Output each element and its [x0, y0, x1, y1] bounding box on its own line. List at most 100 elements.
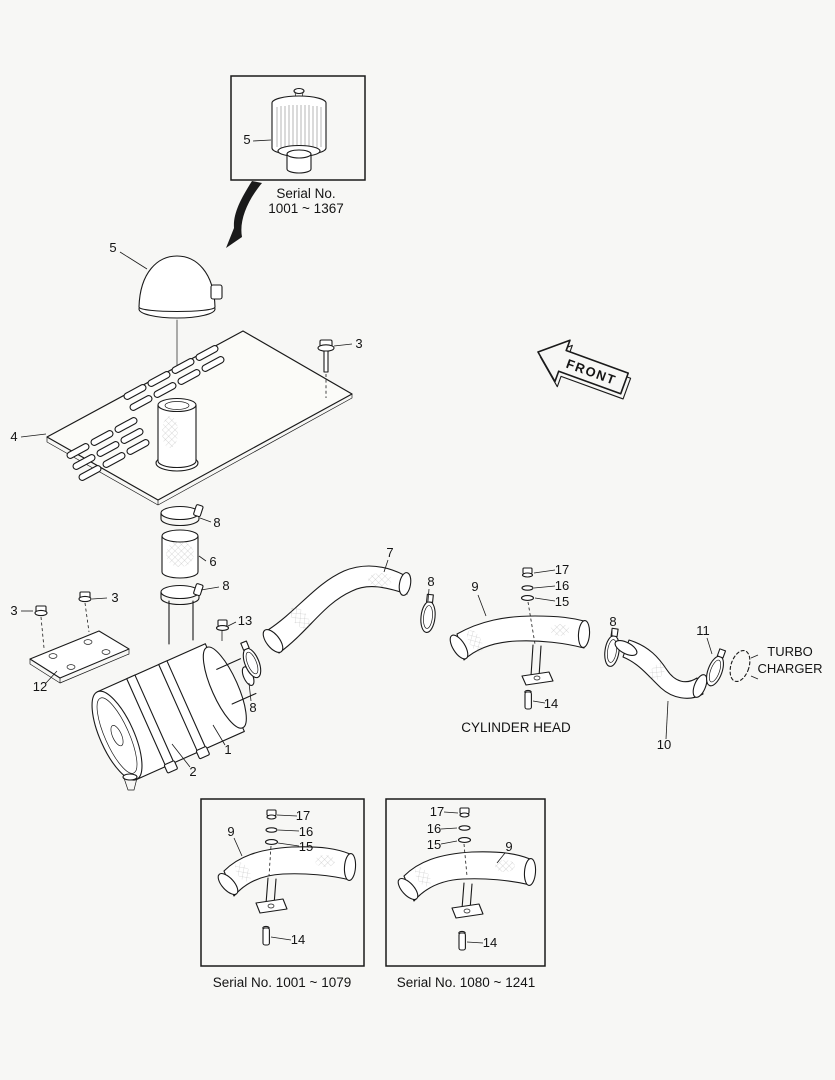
bolt-14-main [524, 689, 532, 710]
callout-label: 11 [696, 623, 710, 638]
callout-14-main: 14 [532, 696, 558, 711]
callout-5-cap: 5 [109, 240, 148, 270]
clamp-outlet: 8 [236, 638, 265, 715]
callout-label: 8 [222, 578, 229, 593]
callout-7-hose: 7 [383, 545, 394, 573]
hose-bracket-br [451, 882, 484, 919]
intake-tube [157, 397, 197, 469]
callout-label: 9 [505, 839, 512, 854]
callout-label: 15 [299, 839, 313, 854]
fitting-13 [215, 619, 230, 641]
callout-10-hose: 10 [657, 700, 671, 752]
callout-4-plate: 4 [10, 429, 47, 444]
drain-valve [122, 773, 138, 791]
hardware-stack-main [520, 567, 536, 645]
air-cleaner-cap: 5 [109, 240, 223, 402]
bottom-left-caption: Serial No. 1001 ~ 1079 [213, 975, 351, 990]
callout-15-main: 15 [534, 594, 569, 609]
callout-8-clamp-outlet: 8 [248, 682, 257, 715]
callout-label: 17 [296, 808, 310, 823]
callout-label: 14 [544, 696, 558, 711]
callout-label: 16 [299, 824, 313, 839]
bolt-14-bl [262, 925, 270, 946]
clamp-11: 11 [696, 623, 730, 689]
callout-9-br: 9 [496, 839, 513, 864]
callout-label: 3 [355, 336, 362, 351]
plate-bolt: 3 [317, 336, 363, 398]
callout-label: 12 [33, 679, 47, 694]
callout-label: 4 [10, 429, 17, 444]
callout-16-br: 16 [427, 821, 458, 836]
inset-pointer-arrow [226, 181, 262, 248]
callout-17-bl: 17 [276, 808, 310, 823]
callout-3-bracket-left: 3 [10, 603, 33, 618]
callout-3-plate-bolt: 3 [333, 336, 363, 351]
hose-6: 6 [161, 529, 217, 579]
front-arrow: FRONT [537, 339, 632, 400]
callout-label: 14 [291, 932, 305, 947]
air-filter-element [271, 87, 327, 174]
mount-bracket: 3 3 12 [10, 590, 130, 694]
callout-label: 5 [243, 132, 250, 147]
callout-label: 7 [386, 545, 393, 560]
bottom-right-inset: 17 16 15 9 14 Serial No. 1080 ~ 1241 [385, 798, 546, 990]
callout-label: 8 [249, 700, 256, 715]
callout-label: 8 [609, 614, 616, 629]
callout-17-br: 17 [430, 804, 459, 819]
serial-note-line1: Serial No. [276, 186, 335, 201]
callout-label: 2 [189, 764, 196, 779]
callout-12-bracket: 12 [33, 670, 58, 694]
top-inset: 5 Serial No. 1001 ~ 1367 [226, 75, 366, 248]
turbo-label-line2: CHARGER [757, 661, 822, 676]
hose-10: 10 [614, 639, 708, 752]
callout-label: 8 [427, 574, 434, 589]
callout-13-fitting: 13 [227, 613, 252, 628]
callout-15-br: 15 [427, 837, 458, 852]
callout-label: 13 [238, 613, 252, 628]
callout-label: 15 [427, 837, 441, 852]
callout-6-hose: 6 [198, 554, 217, 569]
callout-16-main: 16 [533, 578, 569, 593]
bottom-left-inset: 17 16 15 9 14 Serial No. 1001 ~ 1079 [200, 798, 365, 990]
clamp-lower: 8 [160, 578, 230, 645]
callout-label: 5 [109, 240, 116, 255]
callout-label: 17 [430, 804, 444, 819]
callout-label: 15 [555, 594, 569, 609]
callout-14-br: 14 [466, 935, 497, 950]
serial-note-line2: 1001 ~ 1367 [268, 201, 343, 216]
callout-label: 16 [427, 821, 441, 836]
bottom-left-inset-border [200, 798, 365, 967]
callout-16-bl: 16 [277, 824, 313, 839]
callout-label: 9 [471, 579, 478, 594]
callout-label: 9 [227, 824, 234, 839]
hardware-stack-br [457, 807, 472, 877]
clamp-upper: 8 [160, 504, 221, 530]
callout-label: 17 [555, 562, 569, 577]
bracket-bolt-left [34, 605, 48, 649]
air-cleaner-body: 13 1 2 [91, 613, 257, 791]
callout-3-bracket-right: 3 [91, 590, 119, 605]
callout-9-hose: 9 [471, 579, 487, 617]
bracket-bolt-right [78, 591, 92, 633]
callout-8-clamp-mid: 8 [427, 574, 435, 602]
callout-8-clamp-lower: 8 [200, 578, 230, 593]
callout-5-inset: 5 [243, 132, 272, 147]
top-inset-border [230, 75, 366, 181]
hose-bracket-bl [255, 877, 288, 914]
bottom-right-inset-border [385, 798, 546, 967]
callout-label: 1 [224, 742, 231, 757]
hardware-stack-bl [264, 809, 279, 877]
callout-17-main: 17 [533, 562, 569, 577]
callout-9-bl: 9 [227, 824, 243, 857]
callout-8-clamp-right: 8 [609, 614, 617, 637]
clamp-right: 8 [602, 614, 623, 668]
callout-8-clamp-upper: 8 [199, 515, 221, 530]
callout-label: 8 [213, 515, 220, 530]
hose-9-bracket [521, 644, 554, 686]
turbo-connection: TURBO CHARGER [729, 644, 823, 683]
callout-label: 3 [111, 590, 118, 605]
bolt-14-br [458, 930, 466, 951]
bottom-right-caption: Serial No. 1080 ~ 1241 [397, 975, 535, 990]
